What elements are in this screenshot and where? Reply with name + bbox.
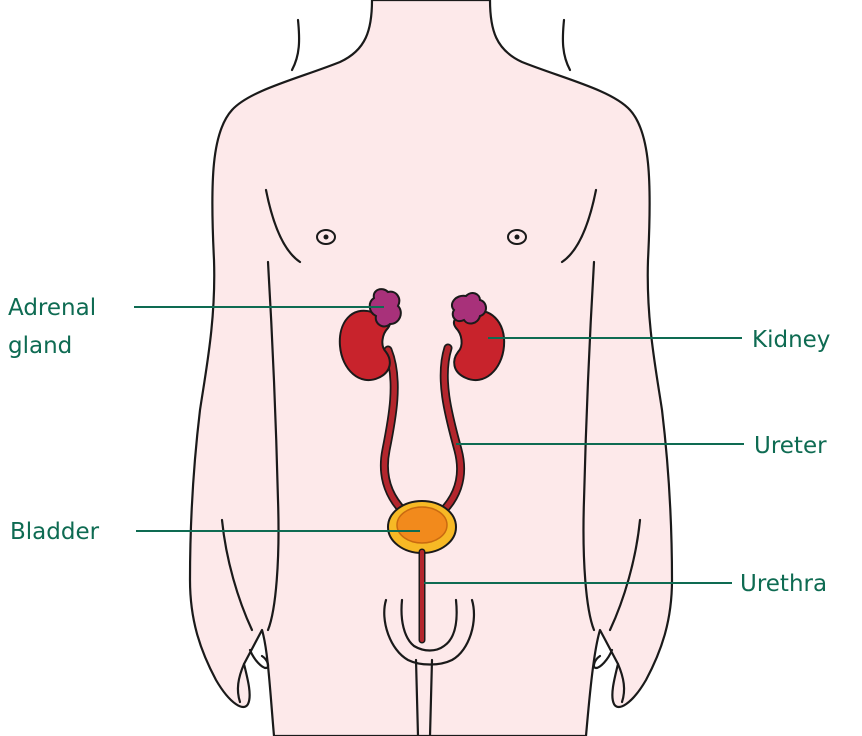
bladder-label: Bladder (10, 519, 100, 545)
urethra-label: Urethra (740, 571, 827, 597)
bladder (388, 501, 456, 553)
kidney-label: Kidney (752, 327, 830, 353)
right-nipple-icon (508, 230, 526, 244)
adrenal-gland-label-line1: Adrenal (8, 295, 96, 321)
ureter-label: Ureter (754, 433, 827, 459)
left-nipple-icon (317, 230, 335, 244)
adrenal-gland-label-line2: gland (8, 333, 72, 359)
human-body-outline (190, 0, 672, 736)
